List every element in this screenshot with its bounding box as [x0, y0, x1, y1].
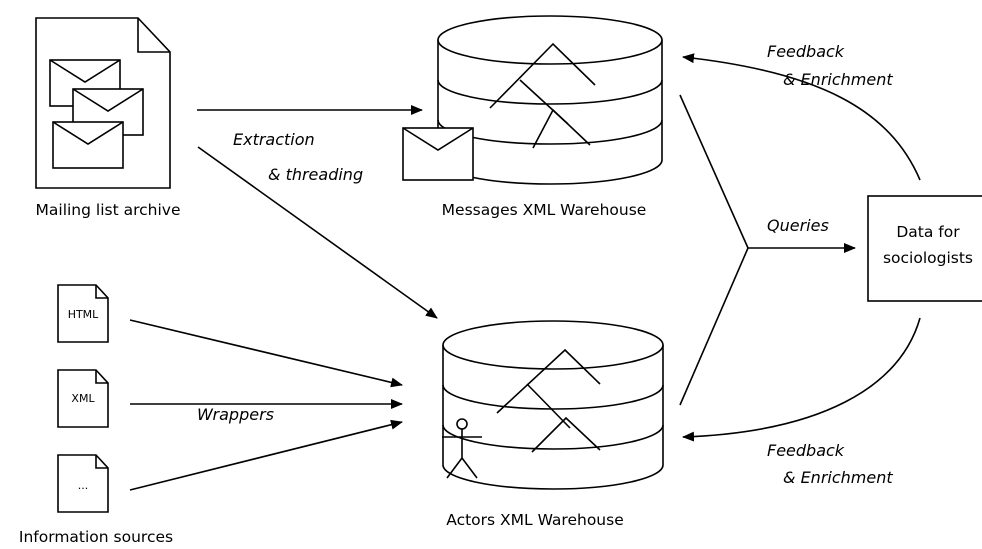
feedback-top-arrow-icon: [682, 53, 921, 181]
html-source-label: HTML: [68, 308, 99, 321]
queries-line-bottom: [679, 247, 749, 406]
data-for-label: Data for: [896, 223, 960, 241]
messages-warehouse-label: Messages XML Warehouse: [442, 201, 647, 219]
feedback-bottom-arrow-icon: [682, 317, 921, 442]
other-document-icon: ...: [57, 454, 109, 513]
mailing-list-archive-document: [35, 17, 171, 189]
information-sources-label: Information sources: [19, 528, 173, 546]
html-wrapper-arrow-icon: [129, 319, 403, 388]
actors-warehouse-label: Actors XML Warehouse: [446, 511, 624, 529]
sociologists-label: sociologists: [883, 249, 973, 267]
enrichment-top-label: & Enrichment: [783, 70, 893, 89]
envelope-icon: [402, 127, 474, 181]
tree-icon: [489, 42, 596, 149]
other-source-label: ...: [78, 479, 89, 492]
data-for-sociologists-box: Data for sociologists: [867, 195, 982, 302]
stick-figure-icon: [442, 418, 482, 479]
other-wrapper-arrow-icon: [129, 419, 403, 491]
actors-warehouse-database: [442, 320, 664, 490]
threading-arrow-icon: [197, 146, 438, 319]
xml-source-label: XML: [71, 392, 95, 405]
feedback-bottom-label: Feedback: [767, 441, 845, 460]
html-document-icon: HTML: [57, 284, 109, 343]
messages-warehouse-database: [437, 15, 663, 185]
tree-icon: [496, 348, 601, 453]
feedback-top-label: Feedback: [767, 42, 845, 61]
threading-label: & threading: [268, 165, 363, 184]
enrichment-bottom-label: & Enrichment: [783, 468, 893, 487]
queries-line-top: [679, 94, 749, 249]
wrappers-label: Wrappers: [197, 405, 274, 424]
envelope-icon: [52, 121, 124, 169]
extraction-label: Extraction: [233, 130, 315, 149]
queries-label: Queries: [767, 216, 829, 235]
mailing-list-archive-label: Mailing list archive: [36, 201, 181, 219]
xml-document-icon: XML: [57, 369, 109, 428]
